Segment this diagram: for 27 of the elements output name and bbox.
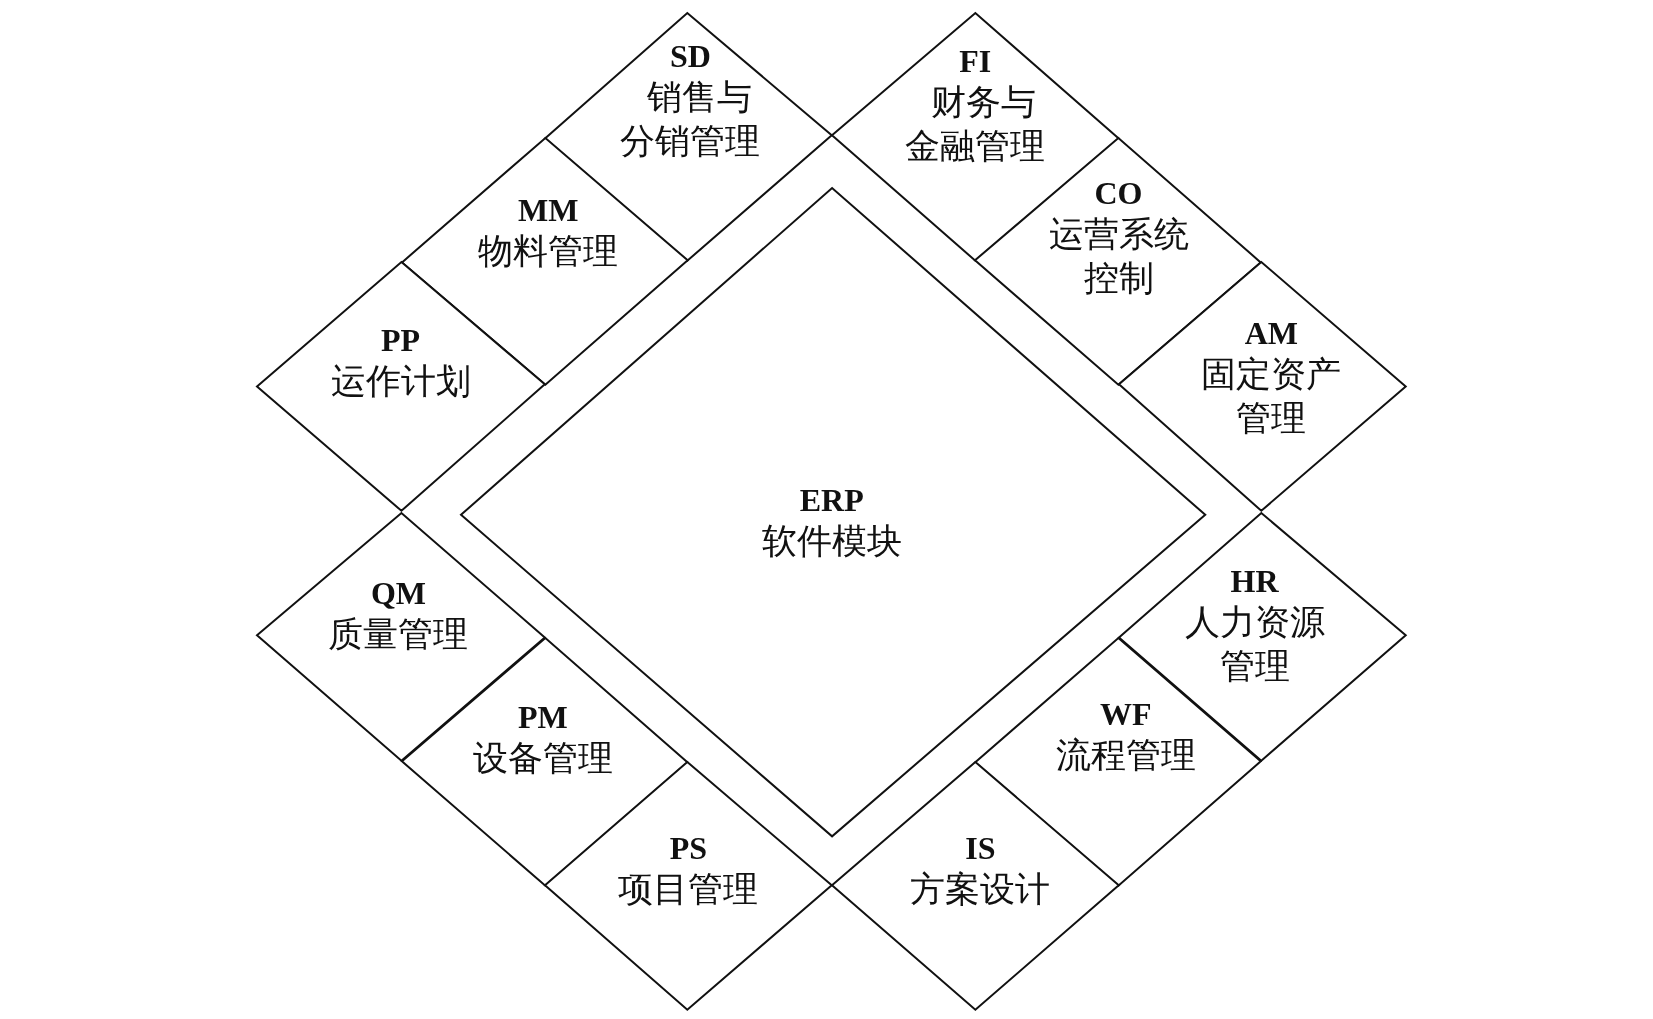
module-code: QM [369,573,427,613]
module-code: PP [380,320,422,360]
module-code: IS [964,828,997,868]
module-name: 物料管理 [478,231,619,274]
module-name: 流程管理 [1055,734,1196,777]
module-name: 销售与分销管理 [620,77,761,164]
module-code: AM [1243,314,1300,354]
module-code: HR [1229,562,1280,602]
module-code: PS [668,828,709,868]
module-name: 设备管理 [472,738,613,781]
module-name: 项目管理 [618,868,759,911]
module-name: 方案设计 [910,868,1051,911]
module-code: WF [1099,694,1153,734]
module-code: CO [1093,174,1144,214]
module-name: 运营系统控制 [1048,214,1189,301]
module-code: MM [516,191,580,231]
module-code: ERP [798,480,865,520]
module-name: 财务与金融管理 [905,82,1046,169]
module-diamond [1118,262,1406,512]
module-code: FI [958,42,993,82]
module-code: PM [517,698,569,738]
module-name: 人力资源管理 [1184,602,1325,689]
module-name: 软件模块 [761,520,902,563]
module-code: SD [669,37,712,77]
module-name: 运作计划 [330,360,471,403]
module-name: 质量管理 [328,613,469,656]
module-name: 固定资产管理 [1201,354,1342,441]
